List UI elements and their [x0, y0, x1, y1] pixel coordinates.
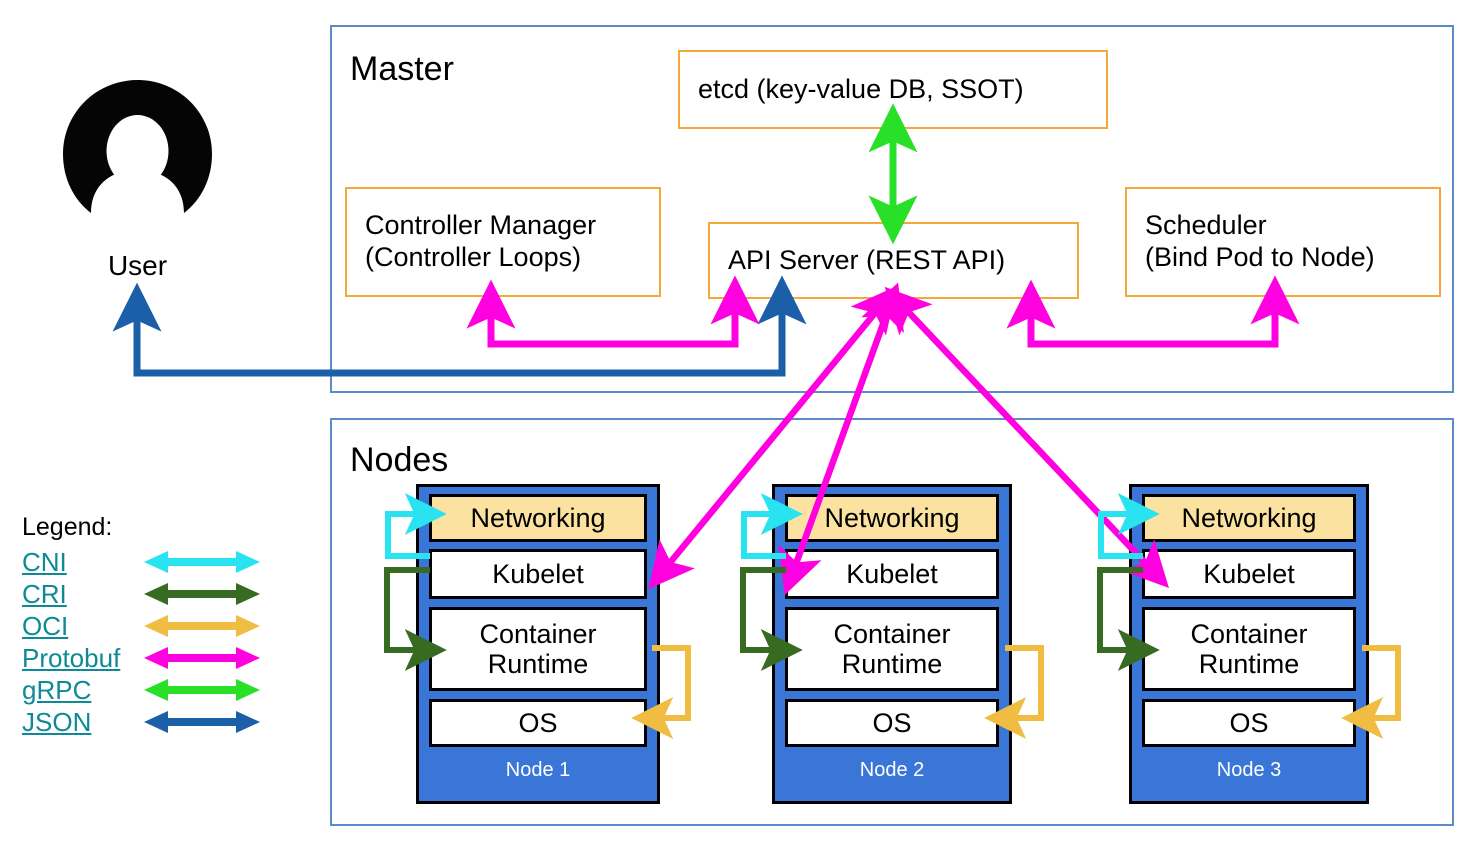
legend-label-grpc: gRPC [22, 675, 92, 705]
node-1-name: Node 1 [505, 759, 571, 781]
node-3-os-label: OS [1229, 707, 1269, 738]
legend-item-protobuf[interactable]: Protobuf [22, 642, 292, 674]
master-group-title: Master [350, 50, 454, 88]
legend-item-json[interactable]: JSON [22, 706, 292, 738]
node-1-os-layer[interactable]: OS [429, 699, 647, 747]
legend-arrow-grpc [144, 679, 260, 701]
node-3-kubelet-label: Kubelet [1203, 558, 1295, 589]
node-1-os-label: OS [518, 707, 558, 738]
api-server-label: API Server (REST API) [728, 244, 1006, 275]
node-1-container-runtime-layer[interactable]: Container Runtime [429, 607, 647, 691]
legend-title: Legend: [22, 513, 113, 541]
legend-label-cri: CRI [22, 579, 67, 609]
node-2-box[interactable]: Networking Kubelet Container Runtime OS … [772, 484, 1012, 804]
etcd-box[interactable]: etcd (key-value DB, SSOT) [678, 50, 1108, 129]
etcd-label: etcd (key-value DB, SSOT) [698, 73, 1024, 104]
legend-label-json: JSON [22, 707, 92, 737]
node-3-kubelet-layer[interactable]: Kubelet [1142, 549, 1356, 599]
legend-item-cni[interactable]: CNI [22, 546, 292, 578]
legend-arrow-protobuf [144, 647, 260, 669]
legend-label-cni: CNI [22, 547, 67, 577]
api-server-box[interactable]: API Server (REST API) [708, 222, 1079, 299]
legend-arrow-cni [144, 551, 260, 573]
user-label: User [107, 250, 168, 281]
node-2-networking-label: Networking [824, 502, 960, 533]
node-2-container-runtime-layer[interactable]: Container Runtime [785, 607, 999, 691]
node-1-networking-layer[interactable]: Networking [429, 494, 647, 542]
node-1-kubelet-layer[interactable]: Kubelet [429, 549, 647, 599]
controller-manager-label: Controller Manager (Controller Loops) [365, 210, 597, 272]
scheduler-box[interactable]: Scheduler (Bind Pod to Node) [1125, 187, 1441, 297]
legend-item-grpc[interactable]: gRPC [22, 674, 292, 706]
node-1-container-runtime-label: Container Runtime [479, 618, 597, 679]
node-3-container-runtime-label: Container Runtime [1190, 618, 1308, 679]
node-2-kubelet-label: Kubelet [846, 558, 938, 589]
node-2-container-runtime-label: Container Runtime [833, 618, 951, 679]
legend-item-oci[interactable]: OCI [22, 610, 292, 642]
node-3-container-runtime-layer[interactable]: Container Runtime [1142, 607, 1356, 691]
node-3-networking-label: Networking [1181, 502, 1317, 533]
node-3-box[interactable]: Networking Kubelet Container Runtime OS … [1129, 484, 1369, 804]
legend-arrow-oci [144, 615, 260, 637]
node-3-networking-layer[interactable]: Networking [1142, 494, 1356, 542]
controller-manager-box[interactable]: Controller Manager (Controller Loops) [345, 187, 661, 297]
node-1-networking-label: Networking [470, 502, 606, 533]
node-2-os-layer[interactable]: OS [785, 699, 999, 747]
node-1-box[interactable]: Networking Kubelet Container Runtime OS … [416, 484, 660, 804]
nodes-group-title: Nodes [350, 441, 449, 479]
node-3-name: Node 3 [1216, 759, 1282, 781]
legend-item-cri[interactable]: CRI [22, 578, 292, 610]
legend-arrow-cri [144, 583, 260, 605]
user-avatar-icon [60, 78, 215, 223]
scheduler-label: Scheduler (Bind Pod to Node) [1145, 210, 1375, 272]
node-1-kubelet-label: Kubelet [492, 558, 584, 589]
node-3-os-layer[interactable]: OS [1142, 699, 1356, 747]
node-2-os-label: OS [872, 707, 912, 738]
legend-label-protobuf: Protobuf [22, 643, 121, 673]
node-2-kubelet-layer[interactable]: Kubelet [785, 549, 999, 599]
node-2-name: Node 2 [859, 759, 925, 781]
legend-arrow-json [144, 711, 260, 733]
legend-label-oci: OCI [22, 611, 69, 641]
legend: Legend: CNI CRI OCI Protobuf [22, 515, 292, 738]
node-2-networking-layer[interactable]: Networking [785, 494, 999, 542]
